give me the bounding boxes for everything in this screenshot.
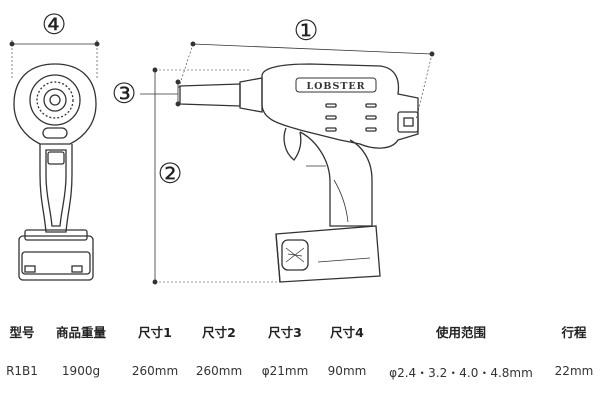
front-view — [9, 40, 100, 281]
callout-3: ③ — [111, 77, 136, 110]
tool-dimension-drawing: LOBSTER ④ ① ③ ② — [9, 8, 435, 285]
value-stroke: 22mm — [554, 364, 594, 378]
spec-table-value-row: R1B1 1900g 260mm 260mm φ21mm 90mm φ2.4・3… — [0, 364, 601, 386]
callout-4: ④ — [41, 8, 66, 41]
callout-2: ② — [157, 157, 182, 190]
value-dimension-4: 90mm — [327, 364, 367, 378]
brand-label: LOBSTER — [306, 81, 365, 92]
value-dimension-1: 260mm — [131, 364, 179, 378]
header-dimension-3: 尺寸3 — [268, 325, 302, 340]
side-view — [140, 41, 435, 285]
value-dimension-2: 260mm — [195, 364, 243, 378]
header-model: 型号 — [9, 325, 35, 340]
spec-table-header-row: 型号 商品重量 尺寸1 尺寸2 尺寸3 尺寸4 使用范围 行程 — [0, 322, 601, 344]
header-stroke: 行程 — [561, 325, 587, 340]
header-range: 使用范围 — [435, 325, 487, 340]
header-weight: 商品重量 — [55, 325, 107, 340]
value-dimension-3: φ21mm — [261, 364, 309, 378]
brand-plate — [295, 77, 377, 93]
header-dimension-4: 尺寸4 — [330, 325, 364, 340]
value-model: R1B1 — [6, 364, 38, 378]
header-dimension-1: 尺寸1 — [138, 325, 172, 340]
header-dimension-2: 尺寸2 — [202, 325, 236, 340]
value-range: φ2.4・3.2・4.0・4.8mm — [389, 366, 533, 380]
spec-table: 型号 商品重量 尺寸1 尺寸2 尺寸3 尺寸4 使用范围 行程 R1B1 190… — [0, 322, 601, 386]
value-weight: 1900g — [61, 364, 101, 378]
callout-1: ① — [293, 14, 318, 47]
